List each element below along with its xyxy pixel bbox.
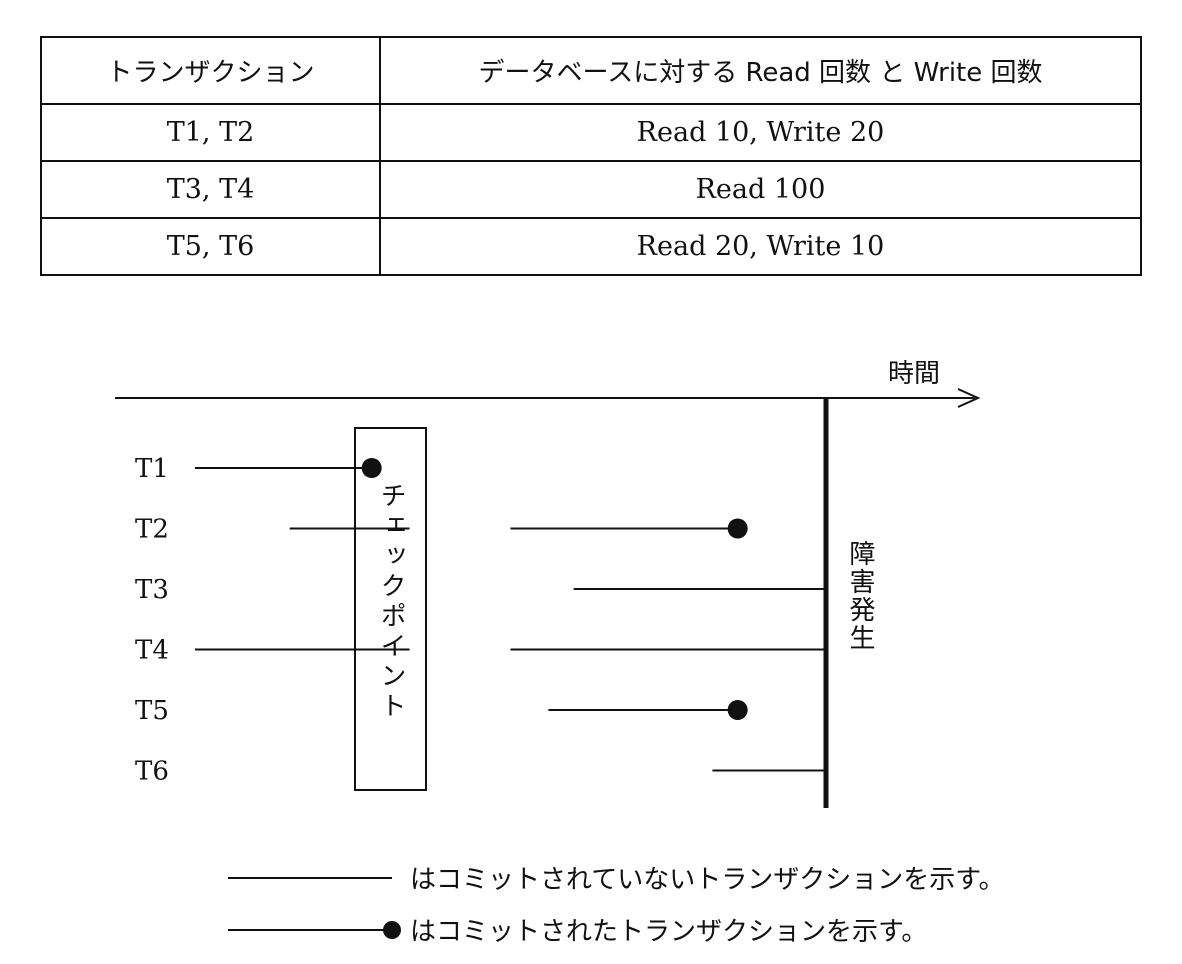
table-cell-transaction: T1, T2 xyxy=(40,103,381,163)
commit-dot-t1 xyxy=(361,458,382,478)
time-axis-arrowhead xyxy=(957,388,981,408)
table-cell-read-write: Read 100 xyxy=(379,160,1142,220)
table-header-transaction: トランザクション xyxy=(40,35,381,106)
commit-dot-t5 xyxy=(727,700,748,720)
legend-committed-dot xyxy=(383,921,401,939)
table-row: T3, T4 Read 100 xyxy=(40,160,1142,220)
legend-committed-text: はコミットされたトランザクションを示す。 xyxy=(410,917,927,947)
legend-uncommitted-text: はコミットされていないトランザクションを示す。 xyxy=(410,865,1005,895)
transaction-label-t1: T1 xyxy=(135,454,169,484)
time-axis-label: 時間 xyxy=(888,359,940,389)
transaction-table: トランザクション データベースに対する Read 回数 と Write 回数 T… xyxy=(40,35,1142,276)
table-cell-read-write: Read 20, Write 10 xyxy=(379,217,1142,276)
transaction-label-t2: T2 xyxy=(135,515,169,545)
transaction-label-t5: T5 xyxy=(135,696,169,726)
transaction-label-t3: T3 xyxy=(135,575,169,605)
table-cell-transaction: T5, T6 xyxy=(40,217,381,276)
table-row: T5, T6 Read 20, Write 10 xyxy=(40,217,1142,276)
failure-label: 障害発生 xyxy=(845,540,875,652)
transaction-label-t4: T4 xyxy=(135,636,169,666)
table-header-row: トランザクション データベースに対する Read 回数 と Write 回数 xyxy=(40,35,1142,106)
checkpoint-label: チェックポイント xyxy=(376,482,406,722)
table-cell-read-write: Read 10, Write 20 xyxy=(379,103,1142,163)
transaction-label-t6: T6 xyxy=(135,757,169,787)
table-cell-transaction: T3, T4 xyxy=(40,160,381,220)
commit-dot-t2 xyxy=(727,518,748,539)
table-row: T1, T2 Read 10, Write 20 xyxy=(40,103,1142,163)
checkpoint-box xyxy=(354,427,427,791)
table-header-read-write: データベースに対する Read 回数 と Write 回数 xyxy=(379,35,1142,106)
